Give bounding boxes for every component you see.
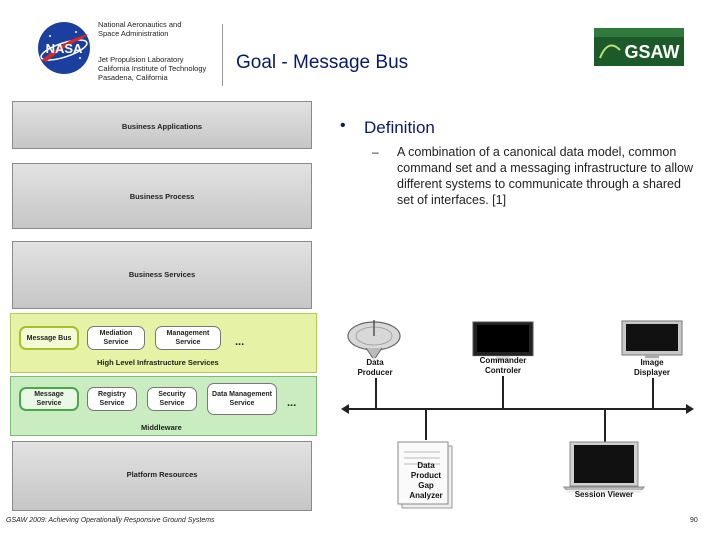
data-producer-label: Data Producer — [352, 358, 398, 378]
laptop-icon — [562, 441, 646, 493]
image-displayer-monitor-icon — [621, 320, 683, 360]
layer-label: Business Process — [129, 192, 195, 201]
gap-analyzer-label: Data Product Gap Analyzer — [409, 461, 443, 500]
hli-services-band: Message Bus Mediation Service Management… — [10, 313, 317, 373]
org-name-line-2: Space Administration — [98, 29, 169, 38]
layer-platform-resources: Platform Resources — [12, 441, 312, 511]
report-document-icon — [396, 440, 456, 510]
middleware-band-label: Middleware — [141, 423, 182, 432]
bus-arrow-left — [341, 404, 349, 414]
registry-service-pill: Registry Service — [87, 387, 137, 411]
message-bus-line — [347, 408, 687, 410]
hli-band-label: High Level Infrastructure Services — [97, 358, 219, 367]
message-service-pill: Message Service — [19, 387, 79, 411]
layer-label: Business Services — [128, 270, 196, 279]
connector-gap-analyzer — [425, 410, 427, 440]
image-displayer-label: Image Displayer — [626, 358, 678, 378]
gsaw-logo-text: GSAW — [624, 42, 679, 62]
lab-name-line-3: Pasadena, California — [98, 73, 168, 82]
lab-name-line-2: California Institute of Technology — [98, 64, 207, 73]
satellite-dish-icon — [344, 318, 404, 362]
header-divider — [222, 24, 223, 86]
connector-commander — [502, 376, 504, 408]
org-name-line-1: National Aeronautics and — [98, 20, 182, 29]
session-viewer-label: Session Viewer — [562, 490, 646, 500]
connector-session-viewer — [604, 410, 606, 442]
connector-data-producer — [375, 378, 377, 408]
mediation-service-pill: Mediation Service — [87, 326, 145, 350]
monitor-icon — [472, 321, 534, 361]
definition-text: A combination of a canonical data model,… — [397, 145, 693, 207]
slide-title: Goal - Message Bus — [236, 52, 409, 73]
layer-business-services: Business Services — [12, 241, 312, 309]
management-service-pill: Management Service — [155, 326, 221, 350]
message-bus-pill: Message Bus — [19, 326, 79, 350]
nasa-logo: NASA — [36, 20, 92, 76]
connector-image-displayer — [652, 378, 654, 408]
security-service-pill: Security Service — [147, 387, 197, 411]
layer-business-applications: Business Applications — [12, 101, 312, 149]
middleware-band: Message Service Registry Service Securit… — [10, 376, 317, 436]
bullet-definition: Definition — [364, 118, 435, 137]
nasa-logo-text: NASA — [46, 41, 83, 56]
layer-business-process: Business Process — [12, 163, 312, 229]
architecture-diagram: Business Applications Business Process B… — [4, 95, 320, 517]
lab-name-line-1: Jet Propulsion Laboratory — [98, 55, 184, 64]
bullet-marker: • — [340, 117, 346, 134]
ellipsis: ... — [287, 397, 297, 409]
layer-label: Platform Resources — [126, 470, 198, 479]
layer-label: Business Applications — [121, 122, 203, 131]
sub-bullet-marker: – — [372, 145, 379, 159]
footer-text: GSAW 2009: Achieving Operationally Respo… — [6, 517, 215, 524]
bus-arrow-right — [686, 404, 694, 414]
ellipsis: ... — [235, 336, 245, 348]
page-number: 90 — [690, 517, 698, 524]
gsaw-logo: GSAW — [594, 28, 684, 66]
commander-label: Commander Controler — [470, 356, 536, 376]
data-management-service-pill: Data Management Service — [207, 383, 277, 415]
